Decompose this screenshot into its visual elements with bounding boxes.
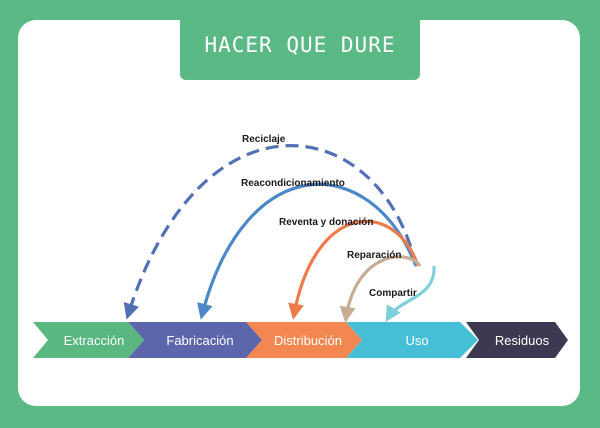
stage-extraccion <box>33 322 144 358</box>
loop-arrow-reacondicionamiento <box>197 182 418 320</box>
stage-label-residuos: Residuos <box>495 333 550 348</box>
stage-fabricacion <box>128 322 262 358</box>
loop-arrow-reventa-donacion <box>288 219 420 320</box>
loop-label-reparacion: Reparación <box>347 250 401 261</box>
stage-residuos <box>466 322 568 358</box>
loop-arrow-compartir <box>385 265 436 323</box>
title-banner: HACER QUE DURE <box>180 15 420 80</box>
stage-uso <box>346 322 478 358</box>
loop-label-reventa-donacion: Reventa y donación <box>279 217 373 228</box>
loop-arrow-reparacion <box>339 255 422 323</box>
loop-arrow-reciclaje <box>123 144 418 320</box>
loop-label-compartir: Compartir <box>369 288 417 299</box>
stage-label-fabricacion: Fabricación <box>166 333 233 348</box>
loop-label-reacondicionamiento: Reacondicionamiento <box>241 178 345 189</box>
stage-label-distribucion: Distribución <box>274 333 342 348</box>
page-title: HACER QUE DURE <box>204 32 396 57</box>
stage-distribucion <box>246 322 362 358</box>
stage-label-uso: Uso <box>405 333 428 348</box>
loop-label-reciclaje: Reciclaje <box>242 134 286 145</box>
stage-label-extraccion: Extracción <box>64 333 125 348</box>
